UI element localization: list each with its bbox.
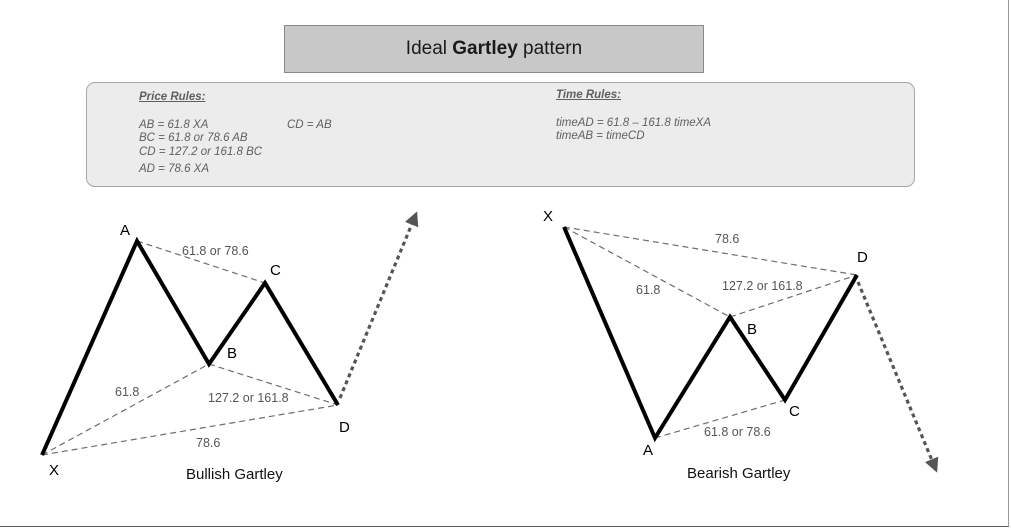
bearish-ratio-xd: 78.6 (715, 232, 739, 246)
bullish-xd-line (41, 404, 339, 456)
rules-panel: Price Rules: AB = 61.8 XA BC = 61.8 or 7… (86, 82, 915, 187)
bearish-point-a: A (643, 442, 653, 459)
price-rule-ad: AD = 78.6 XA (139, 163, 209, 175)
bearish-caption: Bearish Gartley (687, 465, 791, 482)
bullish-point-x: X (49, 462, 59, 479)
bearish-price-legs (562, 226, 859, 443)
bearish-point-b: B (747, 321, 757, 338)
bearish-ratio-ac: 61.8 or 78.6 (704, 425, 771, 439)
bullish-ratio-xd: 78.6 (196, 436, 220, 450)
bearish-projection-arrow (856, 281, 939, 473)
bearish-ratio-xb: 61.8 (636, 283, 660, 297)
price-rule-cd-ab: CD = AB (287, 119, 332, 131)
price-rules-header: Price Rules: (139, 91, 206, 103)
price-rule-cd: CD = 127.2 or 161.8 BC (139, 146, 263, 158)
bullish-point-a: A (120, 222, 130, 239)
bearish-xb-line (563, 226, 731, 318)
title-prefix: Ideal (405, 38, 447, 59)
bullish-gartley: A B C D X 61.8 or 78.6 61.8 127.2 or 161… (40, 211, 419, 483)
bullish-ac-line (136, 240, 266, 284)
title-banner: Ideal Gartley pattern (284, 25, 704, 73)
bullish-ratio-xb: 61.8 (115, 385, 139, 399)
bullish-ratio-bd: 127.2 or 161.8 (208, 391, 289, 405)
bearish-point-c: C (789, 403, 800, 420)
price-rule-ab: AB = 61.8 XA (139, 119, 209, 131)
bullish-point-b: B (227, 345, 237, 362)
bearish-point-x: X (543, 208, 553, 225)
time-rules-header: Time Rules: (556, 89, 621, 101)
bullish-bd-line (208, 363, 339, 406)
bearish-ac-line (654, 399, 786, 439)
bearish-ratio-bd: 127.2 or 161.8 (722, 279, 803, 293)
bullish-projection-arrow (338, 211, 419, 399)
bullish-xb-line (41, 363, 210, 456)
bearish-gartley: X A B C D 78.6 61.8 127.2 or 161.8 61.8 … (543, 208, 939, 482)
bullish-point-d: D (339, 419, 350, 436)
bearish-point-d: D (857, 249, 868, 266)
time-rule-ab: timeAB = timeCD (556, 130, 645, 142)
bullish-point-c: C (270, 262, 281, 279)
bullish-ratio-ac: 61.8 or 78.6 (182, 244, 249, 258)
price-rule-bc: BC = 61.8 or 78.6 AB (139, 132, 248, 144)
title-suffix: pattern (523, 38, 583, 59)
bullish-caption: Bullish Gartley (186, 466, 283, 483)
time-rule-ad: timeAD = 61.8 – 161.8 timeXA (556, 117, 712, 129)
bearish-bd-line (729, 274, 858, 318)
bullish-price-legs (40, 236, 340, 456)
title-bold: Gartley (452, 38, 518, 59)
